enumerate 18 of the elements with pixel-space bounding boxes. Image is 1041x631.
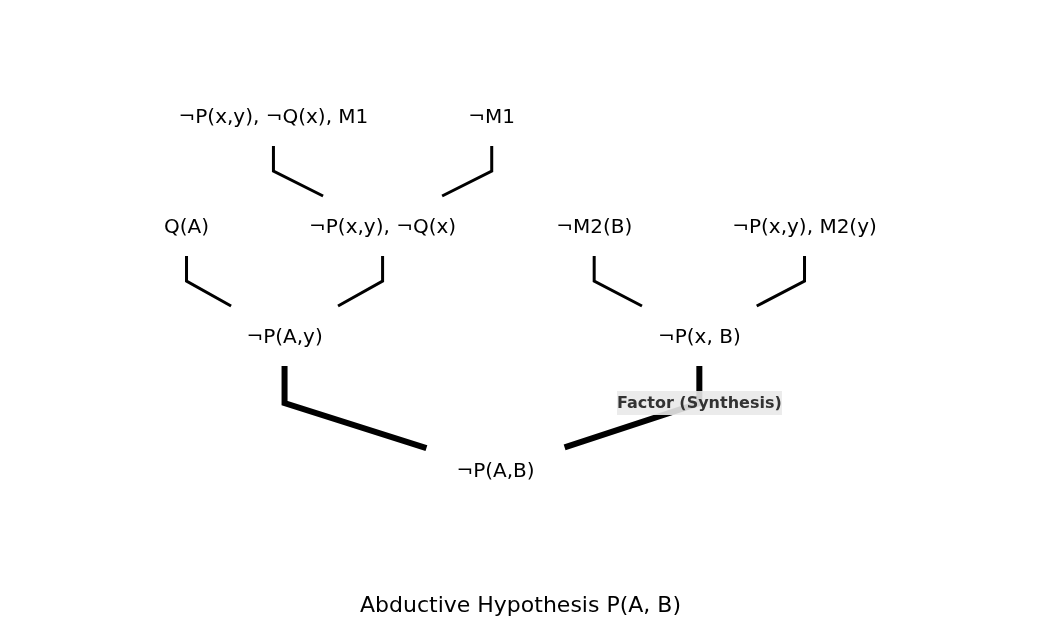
connector: [441, 146, 494, 198]
caption: Abductive Hypothesis P(A, B): [360, 591, 681, 619]
connector: [337, 256, 385, 308]
connector: [281, 366, 428, 451]
connector: [756, 256, 807, 308]
node-text: ¬P(x,y), ¬Q(x), M1: [178, 104, 369, 128]
connector: [272, 146, 324, 198]
node-text: ¬M1: [468, 104, 516, 128]
node-text: ¬P(x, B): [658, 324, 741, 348]
connector: [185, 256, 232, 308]
node-text: ¬P(A,B): [456, 458, 535, 482]
node-text: ¬P(A,y): [246, 324, 323, 348]
node-text: ¬M2(B): [556, 214, 633, 238]
node-text: ¬P(x,y), M2(y): [732, 214, 877, 238]
connector: [592, 256, 643, 308]
edge-label: Factor (Synthesis): [617, 393, 782, 412]
node-text: Q(A): [164, 214, 210, 238]
node-text: ¬P(x,y), ¬Q(x): [309, 214, 457, 238]
